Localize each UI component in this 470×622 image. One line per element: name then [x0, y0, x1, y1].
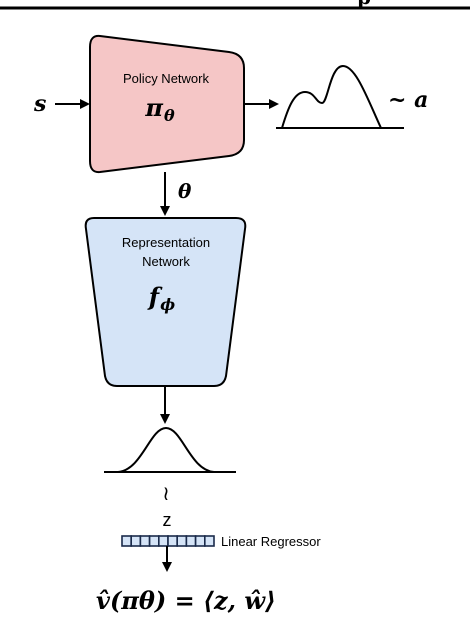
- latent-distribution-curve: [117, 426, 215, 473]
- representation-network-title-line2: Network: [142, 254, 190, 269]
- policy-network-box: [89, 34, 245, 174]
- representation-network-symbol: fϕ: [147, 282, 175, 314]
- representation-network-box: [84, 217, 247, 387]
- latent-vector-cell: [194, 535, 206, 547]
- latent-vector-cell: [176, 535, 188, 547]
- representation-network-title-line1: Representation: [122, 235, 210, 250]
- sampling-symbol: ≀: [162, 481, 170, 505]
- latent-vector-cell: [148, 535, 160, 547]
- latent-vector-cell: [130, 535, 142, 547]
- parameter-label: θ: [178, 179, 192, 203]
- latent-vector-cell: [158, 535, 169, 547]
- latent-vector-cell: [121, 535, 132, 547]
- latent-vector-cell: [204, 535, 215, 547]
- input-label: s: [33, 91, 46, 117]
- latent-vector-cell: [139, 535, 151, 547]
- regressor-label: Linear Regressor: [221, 534, 321, 549]
- latent-label: z: [163, 510, 172, 530]
- header-clipped-text: p: [357, 0, 371, 9]
- policy-network-title: Policy Network: [123, 71, 209, 86]
- action-distribution-curve: [281, 64, 382, 129]
- latent-vector-cell: [185, 535, 197, 547]
- latent-vector: [121, 535, 215, 547]
- value-equation: v̂(πθ) = ⟨z, ŵ⟩: [96, 586, 276, 615]
- latent-vector-cell: [167, 535, 178, 547]
- policy-network-symbol: πθ: [144, 93, 175, 125]
- output-label: ~ a: [388, 87, 428, 113]
